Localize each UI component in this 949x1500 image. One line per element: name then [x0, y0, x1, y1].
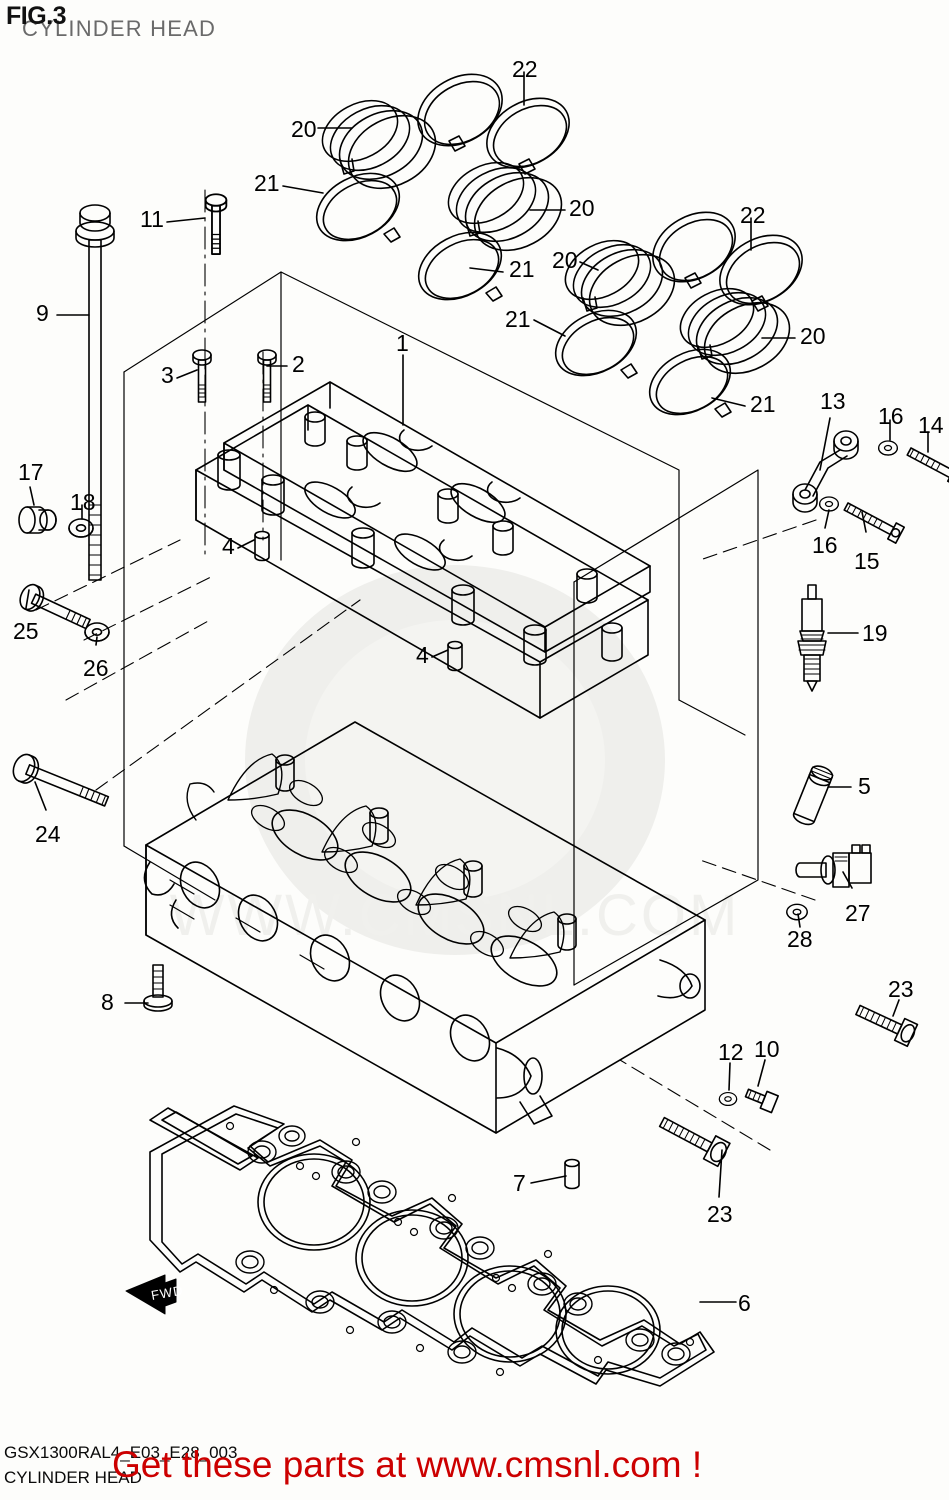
- callout-20-intake-boot-upper-left[interactable]: 20: [291, 116, 317, 142]
- callout-17-plug[interactable]: 17: [18, 459, 44, 485]
- callout-2-cover-bolt[interactable]: 2: [292, 351, 305, 377]
- callout-7-dowel-pin[interactable]: 7: [513, 1170, 526, 1196]
- callout-4-dowel-pin-left[interactable]: 4: [222, 533, 235, 559]
- callout-11-bolt[interactable]: 11: [140, 206, 164, 232]
- callout-18-washer[interactable]: 18: [70, 489, 96, 515]
- callout-3-cover-bolt[interactable]: 3: [161, 362, 174, 388]
- callout-24-bolt[interactable]: 24: [35, 821, 61, 847]
- callout-15-bolt[interactable]: 15: [854, 548, 880, 574]
- callout-9-cylinder-head-bolt[interactable]: 9: [36, 300, 49, 326]
- callout-20-intake-boot-mid[interactable]: 20: [569, 195, 595, 221]
- callout-22-intake-ring-right[interactable]: 22: [740, 202, 766, 228]
- callout-23-bolt-center[interactable]: 23: [707, 1201, 733, 1227]
- callout-21-clamp-right-upper[interactable]: 21: [505, 306, 531, 332]
- callout-14-bolt[interactable]: 14: [918, 412, 944, 438]
- callout-12-washer[interactable]: 12: [718, 1039, 744, 1065]
- callout-16-washer-upper[interactable]: 16: [878, 403, 904, 429]
- callout-21-clamp-mid[interactable]: 21: [509, 256, 535, 282]
- callout-22-intake-ring-top[interactable]: 22: [512, 56, 538, 82]
- svg-text:FWD: FWD: [150, 1283, 185, 1303]
- callout-13-bracket[interactable]: 13: [820, 388, 846, 414]
- diagram-code: GSX1300RAL4_E03_E28_003: [4, 1443, 238, 1462]
- callout-20-intake-boot-right-lower[interactable]: 20: [800, 323, 826, 349]
- callout-6-head-gasket[interactable]: 6: [738, 1290, 751, 1316]
- callout-27-temperature-sensor[interactable]: 27: [845, 900, 871, 926]
- figure-number: FIG.3: [6, 2, 67, 30]
- callout-19-spark-plug[interactable]: 19: [862, 620, 888, 646]
- callout-5-cap[interactable]: 5: [858, 773, 871, 799]
- callout-8-screw[interactable]: 8: [101, 989, 114, 1015]
- callout-10-bolt[interactable]: 10: [754, 1036, 780, 1062]
- figure-title: CYLINDER HEAD: [22, 16, 217, 41]
- promo-overlay-text[interactable]: Get these parts at www.cmsnl.com !: [112, 1444, 703, 1485]
- callout-16-washer-lower[interactable]: 16: [812, 532, 838, 558]
- callout-25-bolt[interactable]: 25: [13, 618, 39, 644]
- callout-26-washer[interactable]: 26: [83, 655, 109, 681]
- callout-28-washer[interactable]: 28: [787, 926, 813, 952]
- callout-23-bolt-right[interactable]: 23: [888, 976, 914, 1002]
- callout-20-intake-boot-right-upper[interactable]: 20: [552, 247, 578, 273]
- callout-21-clamp-left[interactable]: 21: [254, 170, 280, 196]
- callout-21-clamp-right-lower[interactable]: 21: [750, 391, 776, 417]
- callout-1-cylinder-head-cover[interactable]: 1: [396, 330, 409, 356]
- callout-4-dowel-pin-right[interactable]: 4: [416, 642, 429, 668]
- diagram-name: CYLINDER HEAD: [4, 1468, 142, 1487]
